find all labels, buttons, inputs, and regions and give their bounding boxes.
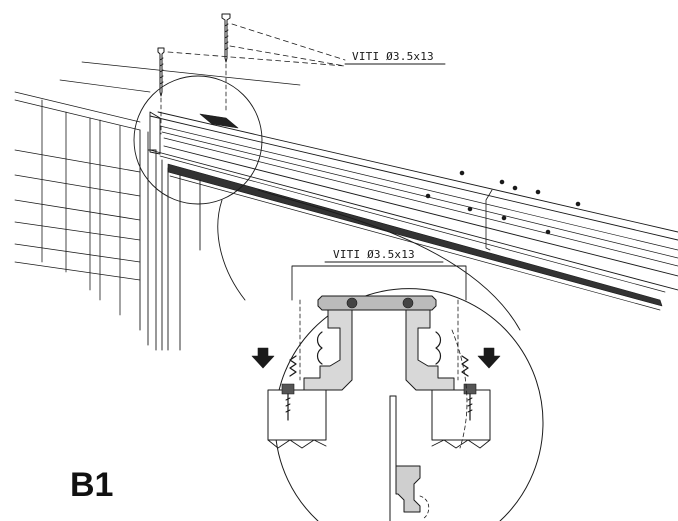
callout-connector-right bbox=[257, 189, 521, 331]
arrow-down-right-icon bbox=[477, 347, 501, 369]
arrow-down-left-icon bbox=[251, 347, 275, 369]
screw-dimension-bracket bbox=[291, 265, 467, 301]
screw-spec-label-detail: VITI Ø3.5x13 bbox=[333, 248, 415, 261]
callout-circle-small bbox=[133, 75, 263, 205]
door-frame bbox=[139, 129, 201, 351]
screw-left bbox=[157, 47, 165, 135]
figure-id-label: B1 bbox=[70, 466, 114, 504]
top-rail bbox=[59, 61, 678, 311]
screw-leader-lines bbox=[167, 23, 346, 67]
screw-right bbox=[221, 13, 231, 113]
screw-spec-label-top: VITI Ø3.5x13 bbox=[352, 50, 434, 63]
callout-connector-left bbox=[217, 199, 246, 301]
detail-circle bbox=[251, 261, 544, 521]
wall-grid-panel bbox=[14, 91, 141, 316]
